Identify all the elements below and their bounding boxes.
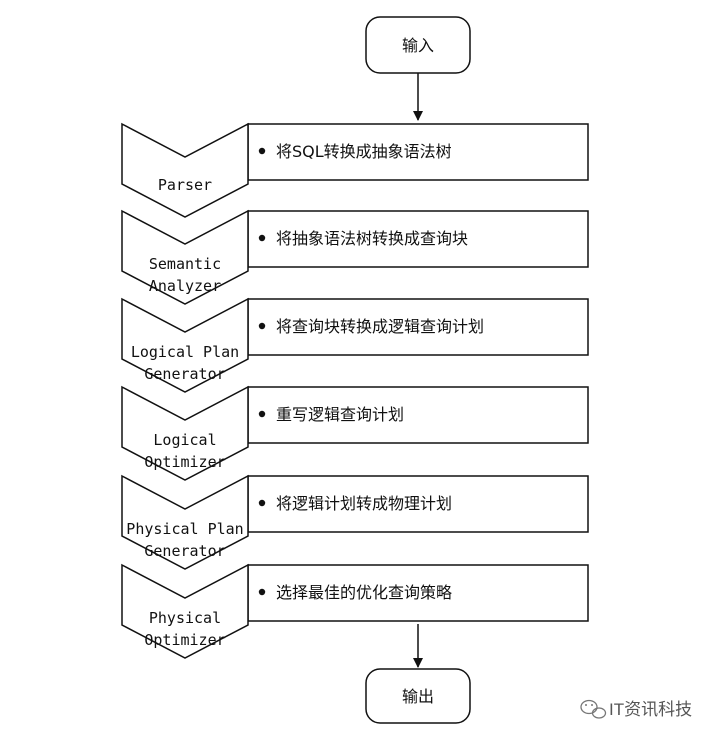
stage-description-box xyxy=(247,123,589,181)
stage-chevron xyxy=(121,563,249,659)
stage-name-line: Physical xyxy=(149,609,221,627)
stages-layer: 将SQL转换成抽象语法树 Parser 将抽象语法树转换成查询块 SemanticAn… xyxy=(121,122,589,659)
stage-1: 将SQL转换成抽象语法树 Parser xyxy=(121,122,589,218)
stage-description-box xyxy=(247,298,589,356)
stage-name-line: Generator xyxy=(144,542,225,560)
stage-description-box xyxy=(247,386,589,444)
stage-name-line: Logical Plan xyxy=(131,343,239,361)
stage-description: 将抽象语法树转换成查询块 xyxy=(276,229,468,248)
stage-description: 将逻辑计划转成物理计划 xyxy=(276,494,452,513)
bullet-icon xyxy=(258,322,266,330)
stage-name-line: Analyzer xyxy=(149,277,221,295)
stage-name-line: Logical xyxy=(153,431,216,449)
bullet-icon xyxy=(258,588,266,596)
end-node: 输出 xyxy=(365,668,471,724)
bullet-icon xyxy=(258,499,266,507)
watermark: IT资讯科技 xyxy=(580,699,692,719)
stage-chevron xyxy=(121,297,249,393)
end-node-label: 输出 xyxy=(402,687,434,706)
stage-chevron xyxy=(121,209,249,305)
stage-description: 选择最佳的优化查询策略 xyxy=(276,583,452,602)
wechat-icon xyxy=(580,699,607,719)
stage-chevron xyxy=(121,385,249,481)
stage-chevron xyxy=(121,122,249,218)
watermark-text: IT资讯科技 xyxy=(609,700,692,719)
stage-chevron xyxy=(121,474,249,570)
stage-name-line: Physical Plan xyxy=(126,520,243,538)
stage-name-line: Semantic xyxy=(149,255,221,273)
stage-description: 将查询块转换成逻辑查询计划 xyxy=(276,317,484,336)
bullet-icon xyxy=(258,147,266,155)
stage-name-line: Parser xyxy=(158,176,212,194)
stage-name-line: Optimizer xyxy=(144,453,225,471)
start-node: 输入 xyxy=(365,16,471,74)
start-node-label: 输入 xyxy=(402,36,434,55)
stage-description: 将SQL转换成抽象语法树 xyxy=(276,142,452,161)
stage-description-box xyxy=(247,210,589,268)
stage-description: 重写逻辑查询计划 xyxy=(276,405,404,424)
bullet-icon xyxy=(258,234,266,242)
stage-name-line: Optimizer xyxy=(144,631,225,649)
stage-description-box xyxy=(247,564,589,622)
bullet-icon xyxy=(258,410,266,418)
stage-name-line: Generator xyxy=(144,365,225,383)
stage-description-box xyxy=(247,475,589,533)
